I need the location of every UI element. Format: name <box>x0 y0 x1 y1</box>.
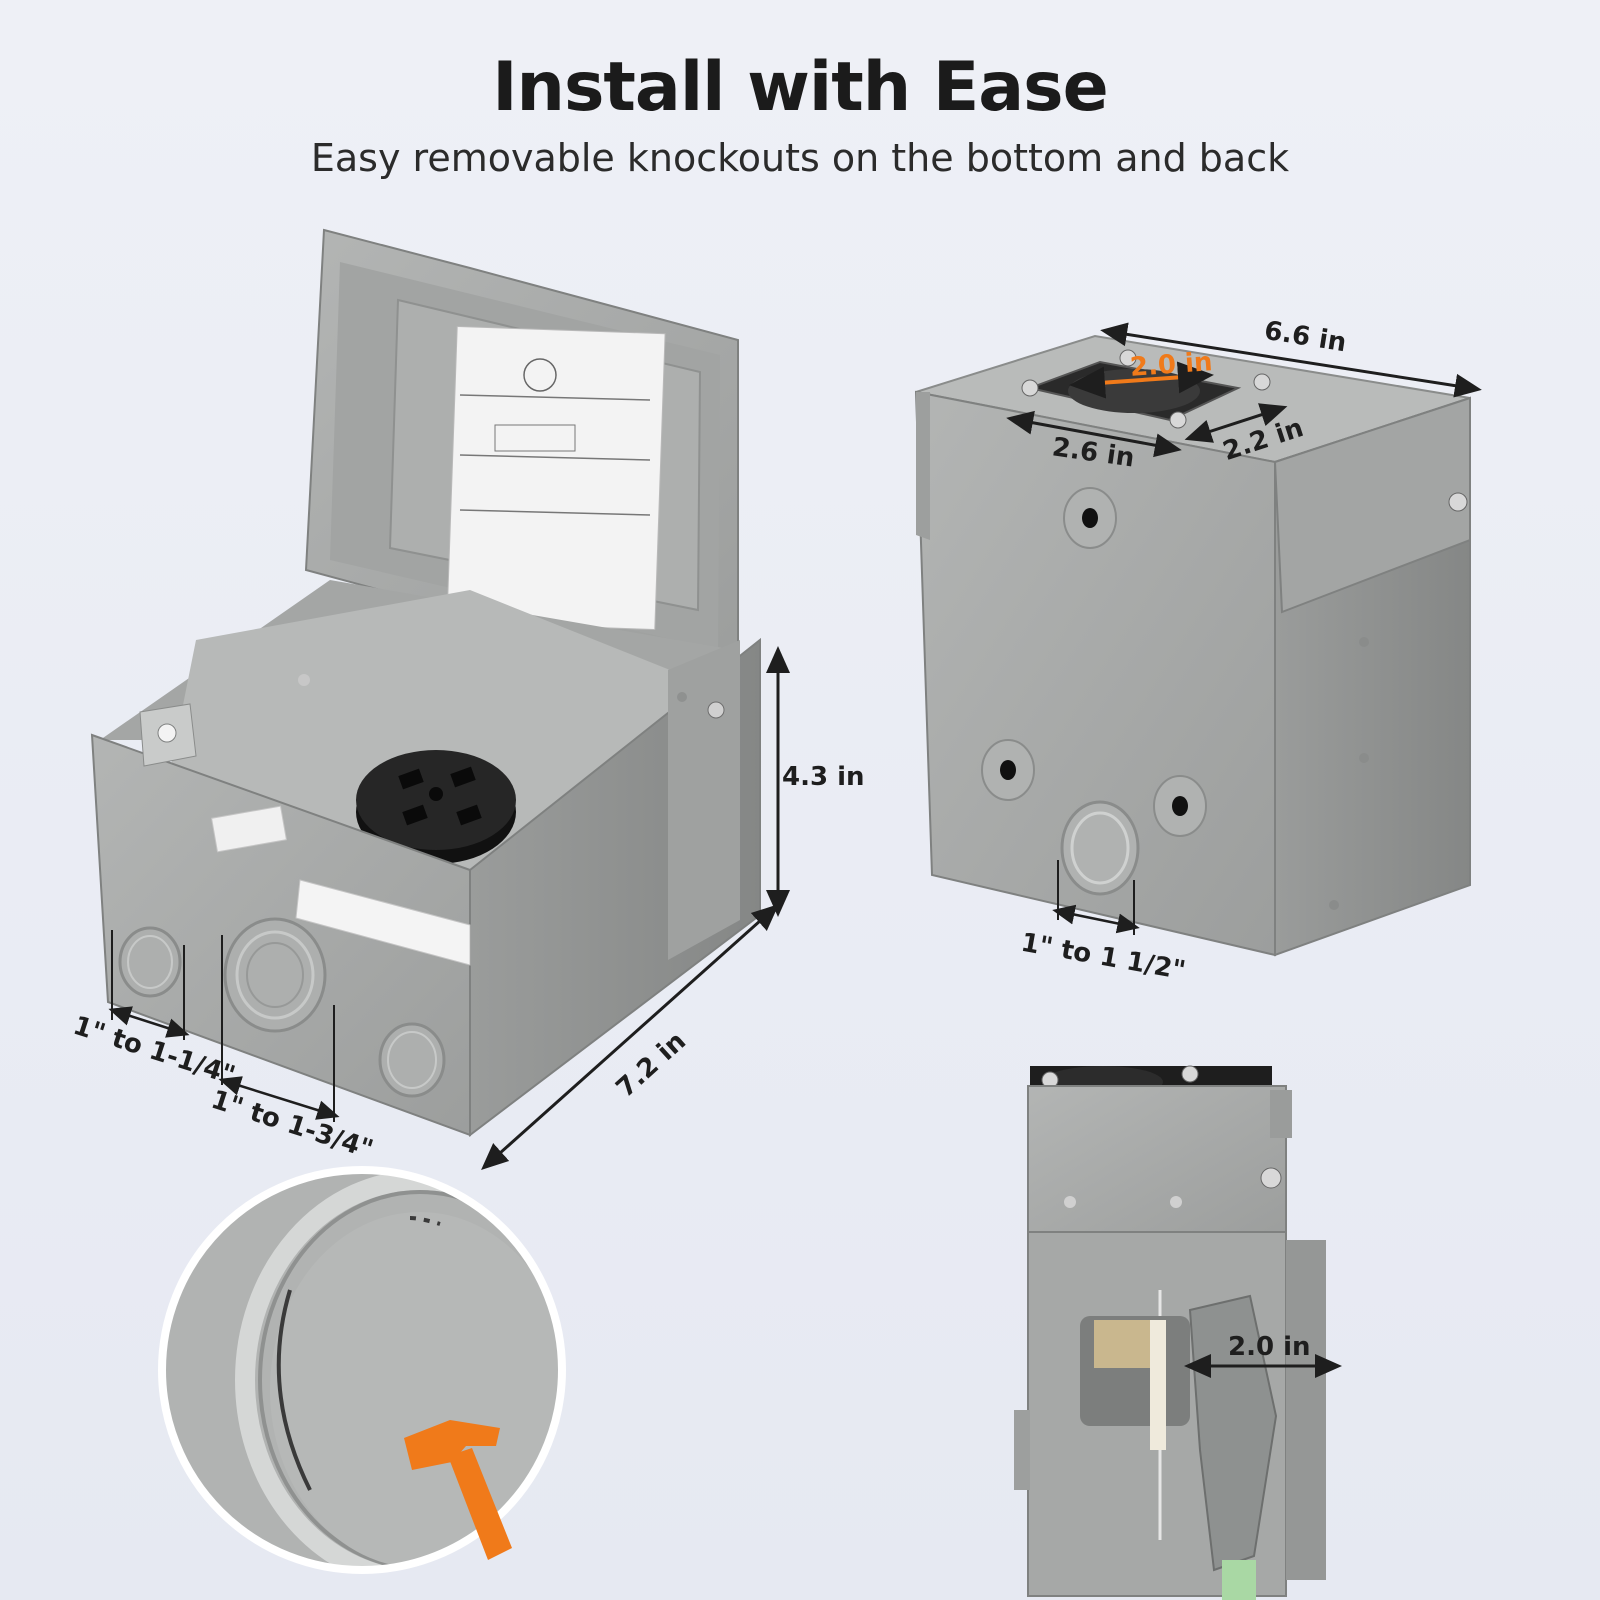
knockout-zoom-view <box>158 1166 566 1574</box>
back-knockout-large <box>1060 800 1140 896</box>
side-depth-label: 2.0 in <box>1228 1332 1311 1362</box>
height-label: 4.3 in <box>782 762 865 792</box>
hammer-icon <box>404 1420 512 1560</box>
top-knockout-dimension-line <box>1069 361 1214 399</box>
side-view-box-illustration <box>1014 1065 1342 1600</box>
page-subtitle: Easy removable knockouts on the bottom a… <box>310 136 1290 180</box>
open-box-illustration <box>90 228 790 1170</box>
knockout-small-right <box>378 1022 446 1098</box>
length-dimension-line <box>481 904 779 1170</box>
knockout-large-center <box>223 917 327 1033</box>
page-title: Install with Ease <box>492 48 1109 127</box>
back-view-box-illustration <box>914 322 1482 957</box>
width-dimension-line <box>1100 322 1482 398</box>
top-knockout-label: 2.0 in <box>1129 347 1214 383</box>
knockout-small-left <box>118 926 182 998</box>
